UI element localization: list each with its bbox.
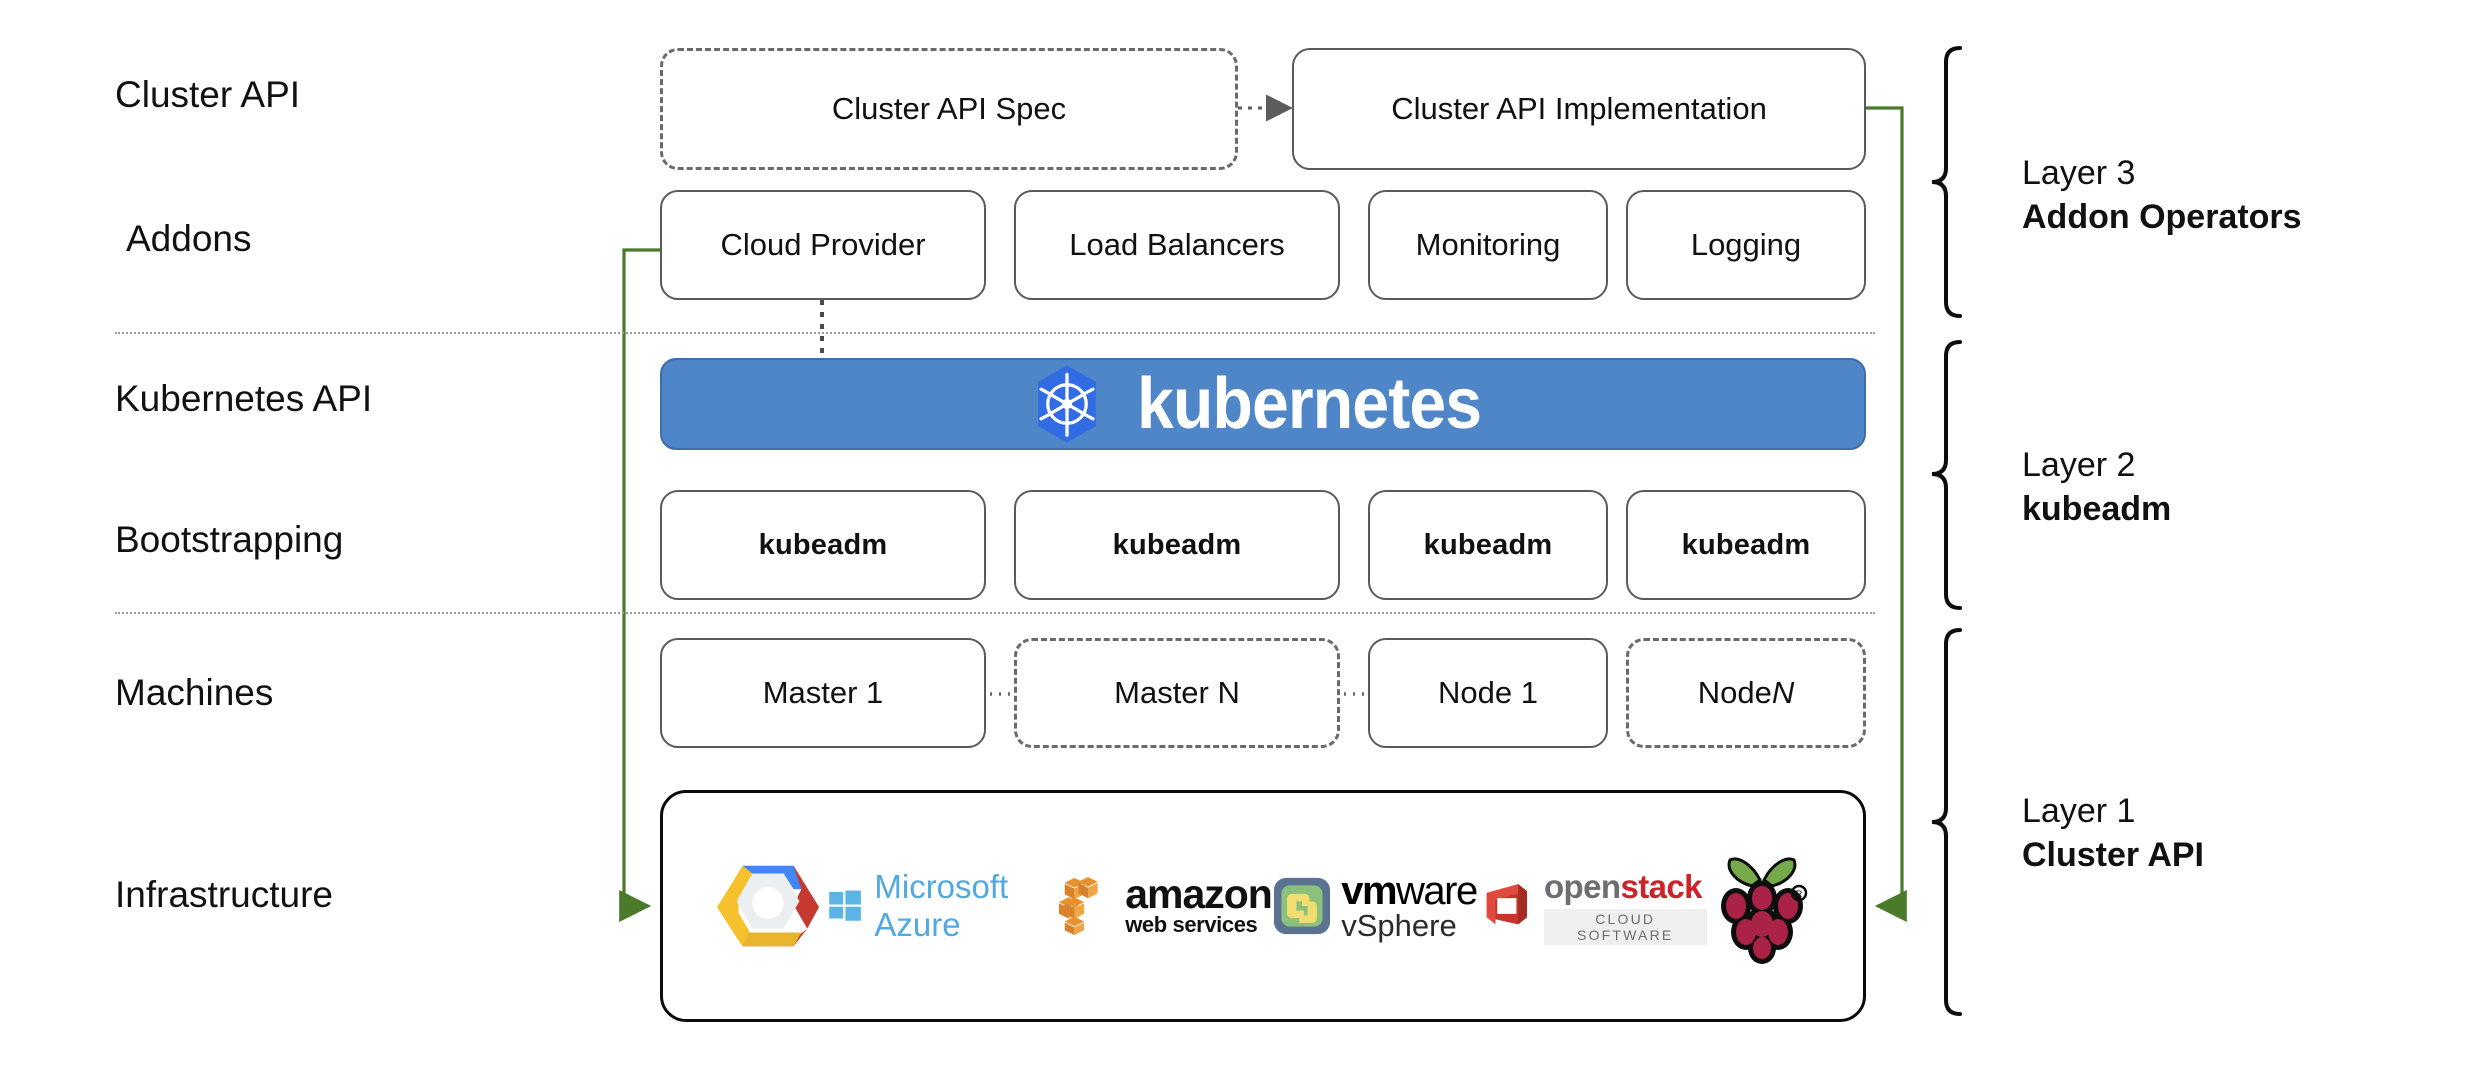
node-load-balancers[interactable]: Load Balancers — [1014, 190, 1340, 300]
microsoft-azure-logo: Microsoft Azure — [827, 868, 1057, 944]
node-label: Node 1 — [1438, 675, 1538, 710]
node-master-1[interactable]: Master 1 — [660, 638, 986, 748]
layer-1-bracket — [1931, 628, 1962, 1016]
web-services-wordmark: web services — [1125, 911, 1258, 937]
layer-2-bracket — [1931, 340, 1962, 610]
row-label-cluster-api: Cluster API — [115, 74, 301, 115]
node-logging[interactable]: Logging — [1626, 190, 1866, 300]
cloudprovider-to-infrastructure-connector — [619, 248, 660, 922]
node-label: Load Balancers — [1069, 227, 1285, 262]
azure-wordmark: Microsoft Azure — [874, 868, 1009, 943]
node-kubeadm-3[interactable]: kubeadm — [1368, 490, 1608, 600]
layer-1-line2: Cluster API — [2022, 835, 2205, 874]
svg-text:R: R — [1796, 889, 1803, 899]
infrastructure-container[interactable]: Microsoft Azure — [660, 790, 1866, 1022]
node-cluster-api-spec[interactable]: Cluster API Spec — [660, 48, 1238, 170]
layer-1-line1: Layer 1 — [2022, 792, 2136, 830]
node-label: Cloud Provider — [720, 227, 926, 262]
node-label: kubeadm — [1112, 528, 1242, 561]
row-label-addons: Addons — [126, 218, 252, 259]
node-label: Master N — [1114, 675, 1240, 710]
raspberry-pi-logo: R — [1707, 846, 1818, 966]
separator-layer2-layer1 — [115, 612, 1875, 614]
node-label-italic-n: N — [1771, 675, 1795, 710]
vmware-vsphere-logo: vmware vSphere — [1272, 868, 1478, 943]
vmware-wordmark-light: ware — [1396, 868, 1478, 913]
vsphere-wordmark: vSphere — [1341, 907, 1457, 943]
node-monitoring[interactable]: Monitoring — [1368, 190, 1608, 300]
row-label-bootstrapping: Bootstrapping — [115, 519, 344, 560]
layer-2-line1: Layer 2 — [2022, 446, 2136, 484]
node-kubeadm-1[interactable]: kubeadm — [660, 490, 986, 600]
openstack-logo: openstack CLOUD SOFTWARE — [1478, 868, 1707, 945]
node-master-n[interactable]: Master N — [1014, 638, 1340, 748]
row-label-machines: Machines — [115, 672, 274, 713]
node-label: Cluster API Implementation — [1391, 91, 1767, 126]
row-label-kubernetes-api: Kubernetes API — [115, 378, 373, 419]
layer-3-bracket — [1931, 46, 1962, 318]
node-node-1[interactable]: Node 1 — [1368, 638, 1608, 748]
google-cloud-platform-logo — [709, 852, 827, 960]
layer-1-label: Layer 1 Cluster API — [2022, 790, 2204, 877]
layer-3-line2: Addon Operators — [2022, 197, 2302, 236]
node-label: Node — [1697, 675, 1772, 710]
openstack-tagline: CLOUD SOFTWARE — [1544, 908, 1707, 945]
node-kubeadm-4[interactable]: kubeadm — [1626, 490, 1866, 600]
layer-2-line2: kubeadm — [2022, 489, 2172, 528]
layer-3-line1: Layer 3 — [2022, 154, 2136, 192]
node-label: kubeadm — [758, 528, 888, 561]
node-cluster-api-implementation[interactable]: Cluster API Implementation — [1292, 48, 1866, 170]
node-label: Cluster API Spec — [831, 91, 1067, 126]
amazon-wordmark: amazon — [1125, 871, 1273, 918]
row-label-infrastructure: Infrastructure — [115, 874, 333, 915]
vmware-wordmark: vmware — [1341, 868, 1478, 913]
node-label: kubeadm — [1423, 528, 1553, 561]
openstack-wordmark: openstack — [1544, 868, 1702, 906]
node-cloud-provider[interactable]: Cloud Provider — [660, 190, 986, 300]
amazon-web-services-logo: amazon web services — [1057, 871, 1273, 937]
openstack-word-open: open — [1544, 867, 1621, 905]
node-kubeadm-2[interactable]: kubeadm — [1014, 490, 1340, 600]
vmware-wordmark-bold: vm — [1341, 868, 1397, 913]
kubernetes-banner[interactable]: kubernetes — [660, 358, 1866, 450]
kubernetes-helm-logo — [1030, 364, 1104, 444]
implementation-to-infrastructure-connector — [1866, 106, 1907, 922]
node-label: Master 1 — [762, 675, 884, 710]
openstack-word-stack: stack — [1620, 867, 1702, 905]
node-label: Logging — [1690, 227, 1802, 262]
node-node-n[interactable]: Node N — [1626, 638, 1866, 748]
layer-3-label: Layer 3 Addon Operators — [2022, 152, 2302, 239]
node-label: kubeadm — [1681, 528, 1811, 561]
node-label: Monitoring — [1415, 227, 1561, 262]
kubernetes-wordmark: kubernetes — [1136, 364, 1482, 444]
layer-2-label: Layer 2 kubeadm — [2022, 444, 2171, 531]
separator-layer3-layer2 — [115, 332, 1875, 334]
